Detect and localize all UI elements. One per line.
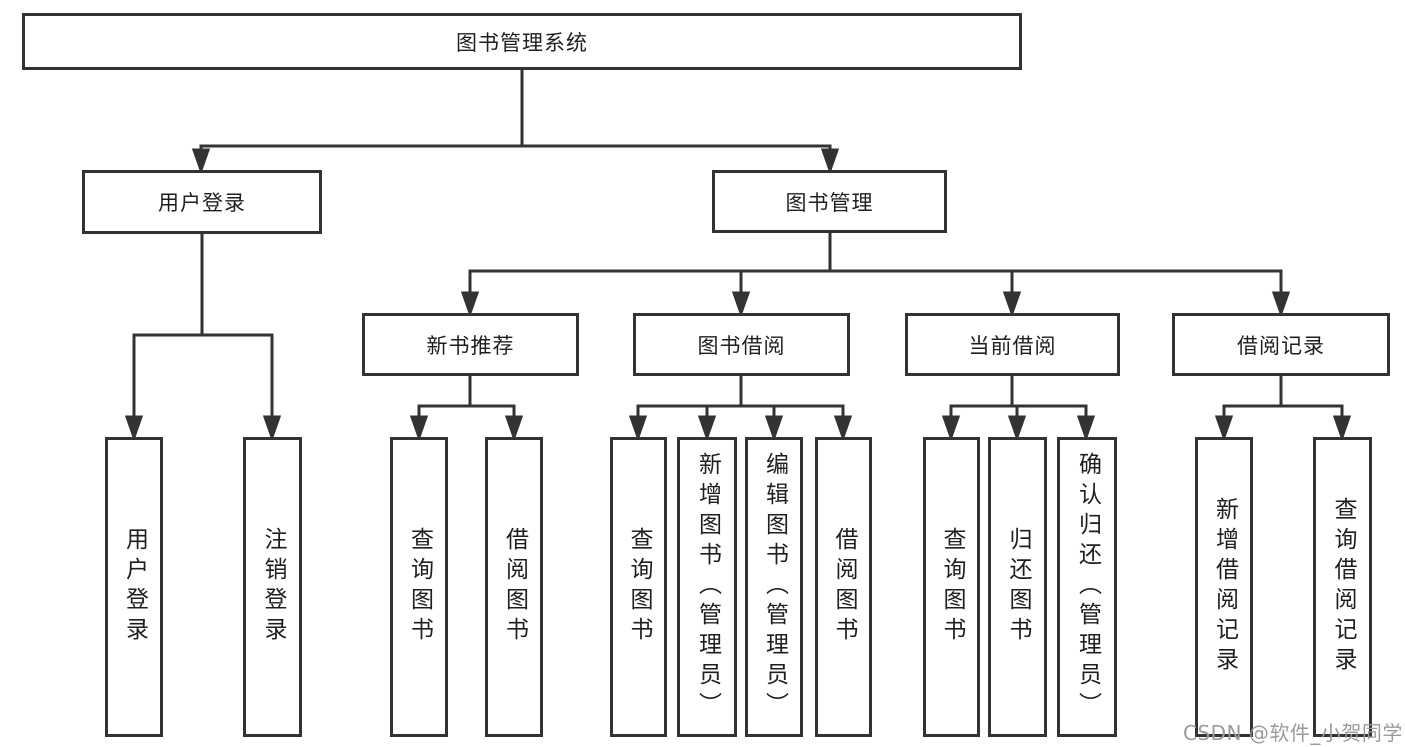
node-label: 用户登录	[121, 527, 148, 647]
node-label: 新书推荐	[426, 333, 515, 358]
diagram-node-book-borrow: 图书借阅	[633, 313, 850, 376]
diagram-leaf-borrow-books-1: 借阅图书	[485, 437, 543, 737]
node-label: 借阅图书	[831, 527, 857, 647]
diagram-node-book-mgmt-branch: 图书管理	[712, 170, 947, 233]
node-label: 查询借阅记录	[1330, 497, 1356, 677]
node-label: 图书管理	[785, 190, 874, 215]
node-label: 归还图书	[1005, 527, 1031, 647]
node-label: 借阅记录	[1237, 333, 1325, 358]
node-label: 当前借阅	[968, 333, 1057, 358]
diagram-leaf-query-borrow-record: 查询借阅记录	[1313, 437, 1372, 737]
node-label: 确认归还（管理员）	[1074, 452, 1101, 722]
connector-user-login-to-leaves	[124, 232, 282, 442]
diagram-leaf-query-books-2: 查询图书	[610, 437, 667, 737]
diagram-node-new-book-recommend: 新书推荐	[362, 313, 579, 376]
diagram-leaf-user-login: 用户登录	[105, 437, 163, 737]
diagram-node-root: 图书管理系统	[22, 13, 1022, 70]
connector-book-mgmt-to-level3	[460, 231, 1291, 318]
connector-new-book-to-leaves	[409, 374, 524, 442]
diagram-leaf-query-books-1: 查询图书	[390, 437, 448, 737]
diagram-leaf-add-borrow-record: 新增借阅记录	[1195, 437, 1253, 737]
csdn-watermark: CSDN @软件_小贺同学	[1183, 721, 1403, 745]
connector-book-borrow-to-leaves	[628, 374, 853, 442]
node-label: 用户登录	[158, 191, 246, 215]
connector-borrow-record-to-leaves	[1214, 374, 1352, 442]
node-label: 图书管理系统	[456, 30, 588, 55]
node-label: 查询图书	[626, 527, 652, 647]
diagram-leaf-add-books-admin: 新增图书（管理员）	[677, 437, 737, 737]
diagram-node-borrow-record: 借阅记录	[1172, 313, 1390, 376]
node-label: 新增借阅记录	[1211, 497, 1238, 677]
node-label: 查询图书	[406, 527, 433, 647]
diagram-leaf-query-books-3: 查询图书	[923, 437, 980, 737]
node-label: 查询图书	[939, 527, 965, 647]
connector-root-to-level2	[191, 68, 840, 175]
diagram-leaf-borrow-books-2: 借阅图书	[815, 437, 872, 737]
node-label: 注销登录	[260, 527, 286, 647]
node-label: 新增图书（管理员）	[694, 452, 721, 722]
diagram-node-current-borrow: 当前借阅	[905, 313, 1120, 376]
node-label: 借阅图书	[501, 527, 528, 647]
node-label: 编辑图书（管理员）	[761, 452, 788, 722]
diagram-node-user-login-branch: 用户登录	[82, 170, 322, 234]
diagram-leaf-logout: 注销登录	[243, 437, 302, 737]
node-label: 图书借阅	[697, 333, 786, 358]
diagram-leaf-edit-books-admin: 编辑图书（管理员）	[745, 437, 803, 737]
connector-current-borrow-to-leaves	[941, 374, 1096, 442]
diagram-leaf-confirm-return-admin: 确认归还（管理员）	[1057, 437, 1117, 737]
diagram-leaf-return-books: 归还图书	[988, 437, 1047, 737]
